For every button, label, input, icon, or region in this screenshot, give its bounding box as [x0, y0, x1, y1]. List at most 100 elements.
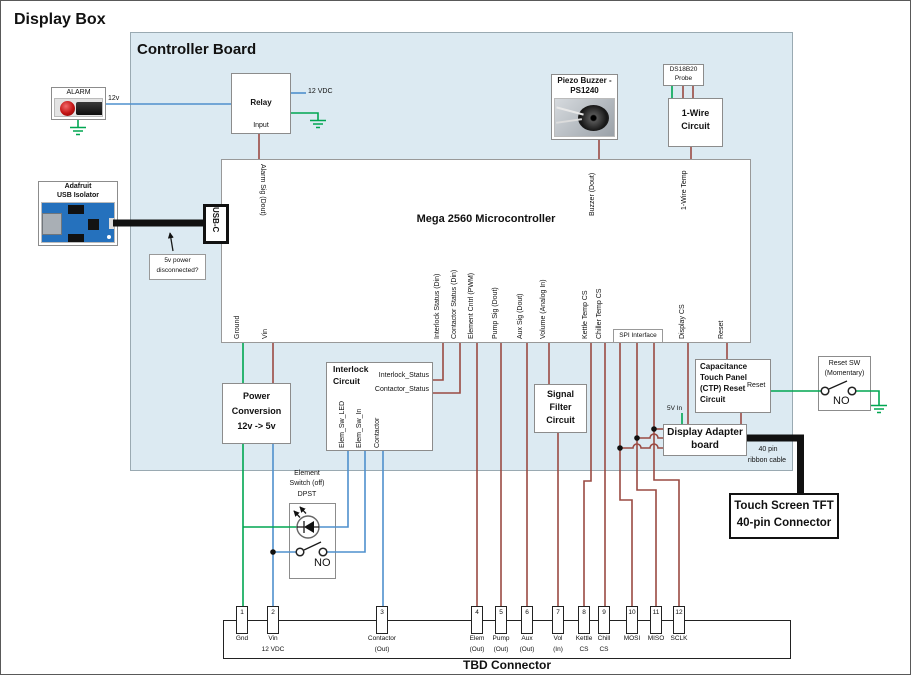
- pin-number: 10: [628, 609, 636, 616]
- onewire-title-2: Circuit: [681, 121, 710, 131]
- spi-interface-label: SPI Interface: [619, 332, 657, 339]
- led-arrow-icon: [293, 510, 301, 518]
- ribbon-cable: [747, 434, 804, 493]
- relay-box: Relay Input: [231, 73, 291, 134]
- display-adapter-2: board: [691, 440, 719, 451]
- usb-isolator-title-1: Adafruit: [64, 183, 92, 190]
- mega-pin-contactor-status: Contactor Status (Din): [451, 269, 458, 339]
- note-arrow: [167, 232, 174, 252]
- mega-pin-pump-sig: Pump Sig (Dout): [492, 287, 499, 339]
- piezo-buzzer-box: Piezo Buzzer - PS1240: [551, 74, 618, 140]
- ground-symbol-relay: [291, 112, 326, 129]
- alarm-label: ALARM: [66, 89, 91, 96]
- pin-label: Elem: [469, 635, 485, 642]
- pin-label2: (Out): [493, 646, 509, 653]
- onewire-circuit-box: 1-Wire Circuit: [668, 98, 723, 147]
- pin-label: MISO: [647, 635, 665, 642]
- tbd-pin-5: 5: [495, 606, 507, 634]
- tbd-pin-1: 1: [236, 606, 248, 634]
- pin-label: Gnd: [235, 635, 249, 642]
- signal-filter-2: Filter: [549, 402, 572, 412]
- reset-switch-lever: [828, 380, 848, 390]
- pin-label: Chill: [597, 635, 611, 642]
- pin-number: 3: [380, 609, 384, 616]
- interlock-pin-elem-sw-led: Elem_Sw_LED: [339, 400, 346, 448]
- junction-dot: [270, 549, 276, 555]
- note-callout: 5v power disconnected?: [149, 254, 206, 280]
- pin-label2: (In): [553, 646, 563, 653]
- mega-pin-volume: Volume (Analog In): [540, 279, 547, 339]
- ctp-title-2: Touch Panel: [700, 373, 747, 382]
- pin-label2: CS: [599, 646, 609, 653]
- mega-pin-1wire: 1-Wire Temp: [681, 170, 688, 210]
- green-ground-wires: [70, 86, 887, 606]
- usbc-connector-box: [203, 204, 229, 244]
- display-adapter-5v-label: 5V In: [667, 405, 683, 412]
- tbd-pin-11: 11: [650, 606, 662, 634]
- alarm-photo: [54, 98, 103, 117]
- touch-screen-1: Touch Screen TFT: [734, 500, 834, 512]
- schematic-symbols: [270, 380, 857, 557]
- reset-switch-terminal: [847, 386, 857, 396]
- black-cables: [113, 219, 804, 493]
- signal-filter-box: Signal Filter Circuit: [534, 384, 587, 433]
- blue-12v-wires: [106, 92, 384, 606]
- junction-dot: [617, 445, 623, 451]
- pin-number: 8: [582, 609, 586, 616]
- ds18b20-probe-box: DS18B20 Probe: [663, 64, 704, 86]
- pin-number: 2: [271, 609, 275, 616]
- junction-dot: [634, 435, 640, 441]
- relay-12vdc-label: 12 VDC: [308, 88, 333, 95]
- contactor-status-label: Contactor_Status: [374, 386, 429, 393]
- wire-miso-to-pin11: [636, 343, 657, 606]
- wire-contactor-status: [433, 343, 461, 394]
- tbd-pin-12: 12: [673, 606, 685, 634]
- wire-mosi-to-pin10: [619, 343, 633, 606]
- power-title-1: Power: [242, 391, 270, 401]
- interlock-circuit-box: Interlock Circuit: [326, 362, 433, 451]
- pin-label2: (Out): [374, 646, 390, 653]
- reset-sw-label-1: Reset SW: [828, 360, 861, 367]
- ribbon-label-1: 40 pin: [758, 446, 778, 453]
- mega-pin-ground: Ground: [234, 315, 241, 339]
- wire-switch-to-elem-sw-in: [327, 451, 366, 553]
- probe-title-1: DS18B20: [669, 66, 698, 73]
- ctp-reset-box: Capacitance Touch Panel (CTP) Reset Circ…: [695, 359, 771, 413]
- mega-pin-reset: Reset: [718, 320, 725, 339]
- tbd-pin-4: 4: [471, 606, 483, 634]
- pin-label: SCLK: [670, 635, 688, 642]
- probe-title-2: Probe: [674, 75, 693, 82]
- element-switch-no-label: NO: [314, 557, 331, 569]
- note-line-1: 5v power: [164, 257, 191, 264]
- element-switch-terminal: [295, 547, 305, 557]
- mega-pin-aux-sig: Aux Sig (Dout): [517, 293, 524, 339]
- tbd-pin-7: 7: [552, 606, 564, 634]
- tbd-pin-10: 10: [626, 606, 638, 634]
- pin-number: 7: [556, 609, 560, 616]
- ground-symbol-reset-sw: [856, 390, 887, 414]
- signal-wires: [258, 86, 742, 606]
- pin-number: 6: [525, 609, 529, 616]
- tbd-pin-3: 3: [376, 606, 388, 634]
- page-title: Display Box: [14, 11, 106, 28]
- usb-a-connector: [42, 213, 62, 235]
- usb-isolator-box: Adafruit USB Isolator: [38, 181, 118, 246]
- power-conversion-box: Power Conversion 12v -> 5v: [222, 383, 291, 444]
- onewire-title-1: 1-Wire: [681, 108, 710, 118]
- pin-number: 1: [240, 609, 244, 616]
- pcb-chip: [68, 234, 84, 242]
- tbd-pin-2: 2: [267, 606, 279, 634]
- mega-pin-buzzer: Buzzer (Dout): [589, 172, 596, 216]
- junction-dot: [651, 426, 657, 432]
- pin-number: 12: [675, 609, 683, 616]
- pin-number: 4: [475, 609, 479, 616]
- mega-pin-alarm-sig: Alarm Sig (Dout): [259, 164, 266, 216]
- display-adapter-1: Display Adapter: [667, 427, 743, 438]
- display-adapter-box: Display Adapter board: [663, 424, 747, 456]
- pin-label: Vol: [553, 635, 563, 642]
- element-switch-label-2: Switch (off): [289, 480, 325, 487]
- wire-probe-data: [682, 86, 694, 98]
- reset-switch-box: Reset SW (Momentary): [818, 356, 871, 411]
